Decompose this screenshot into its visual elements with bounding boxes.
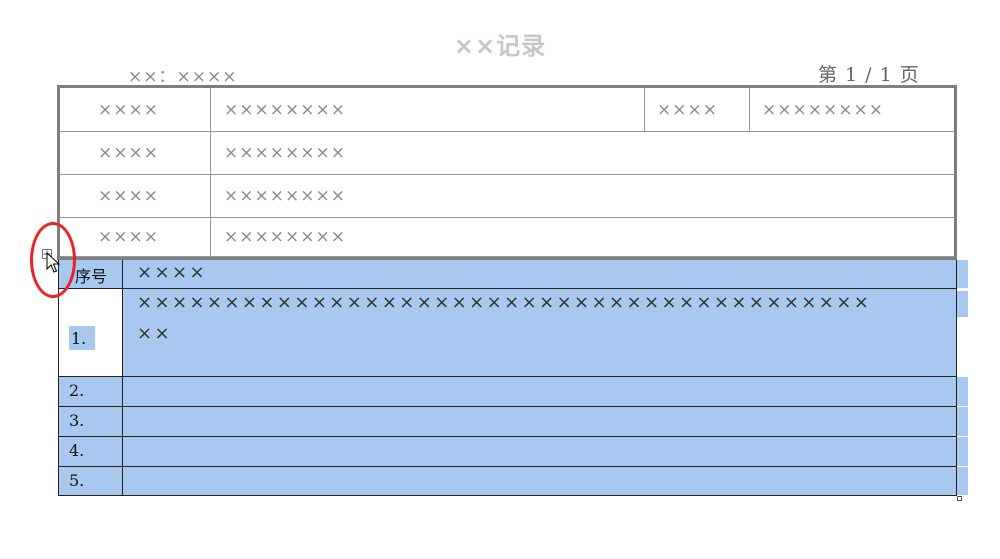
info-value[interactable]: ×××××××× xyxy=(224,186,346,206)
index-column-header[interactable]: 序号 xyxy=(75,267,108,286)
row-end-marker xyxy=(957,437,968,466)
row-divider xyxy=(59,406,956,407)
info-value[interactable]: ×××××××× xyxy=(224,227,346,247)
selection-highlight xyxy=(59,467,956,495)
info-label[interactable]: ×××× xyxy=(98,143,159,163)
info-label[interactable]: ×××× xyxy=(98,186,159,206)
row-content-line[interactable]: ×× xyxy=(137,323,172,344)
row-divider xyxy=(59,376,956,377)
info-value-2[interactable]: ×××××××× xyxy=(762,99,884,120)
row-end-marker xyxy=(957,407,968,436)
column-divider xyxy=(122,260,123,496)
row-end-marker xyxy=(957,377,968,406)
info-value[interactable]: ×××××××× xyxy=(224,99,346,120)
annotation-circle xyxy=(30,222,76,298)
info-row[interactable]: ×××× ×××××××× xyxy=(60,175,954,218)
document-title: ××记录 xyxy=(453,32,547,60)
header-left-text: ××：×××× xyxy=(128,67,238,87)
info-row[interactable]: ×××× ×××××××× xyxy=(60,218,954,257)
column-divider xyxy=(210,88,211,257)
info-label-2[interactable]: ×××× xyxy=(657,99,718,120)
selection-highlight xyxy=(59,377,956,406)
row-index[interactable]: 4. xyxy=(69,441,85,460)
row-divider xyxy=(59,288,956,289)
row-index[interactable]: 1. xyxy=(71,329,87,348)
row-divider xyxy=(59,466,956,467)
row-index[interactable]: 2. xyxy=(69,381,85,400)
column-divider xyxy=(644,88,645,132)
content-column-header[interactable]: ×××× xyxy=(137,262,207,283)
page-indicator: 第 1 / 1 页 xyxy=(818,64,920,86)
info-table[interactable]: ×××× ×××××××× ×××× ×××××××× ×××× ×××××××… xyxy=(57,85,957,260)
table-resize-handle-icon[interactable] xyxy=(957,496,962,501)
row-end-marker xyxy=(957,260,968,288)
info-label[interactable]: ×××× xyxy=(98,99,159,120)
selection-highlight xyxy=(123,260,956,376)
column-divider xyxy=(749,88,750,132)
selection-highlight xyxy=(69,326,95,350)
info-value[interactable]: ×××××××× xyxy=(224,143,346,163)
selection-highlight xyxy=(59,407,956,436)
row-end-marker xyxy=(957,467,968,495)
selection-highlight xyxy=(59,437,956,466)
row-index[interactable]: 5. xyxy=(69,471,85,490)
row-divider xyxy=(59,436,956,437)
info-label[interactable]: ×××× xyxy=(98,227,159,247)
row-end-marker xyxy=(957,291,968,317)
row-content-line[interactable]: ××××××××××××××××××××××××××××××××××××××××… xyxy=(137,292,872,313)
info-row[interactable]: ×××× ×××××××× xyxy=(60,132,954,175)
row-index[interactable]: 3. xyxy=(69,411,85,430)
list-table[interactable]: 序号 ×××× 1. ×××××××××××××××××××××××××××××… xyxy=(58,260,957,496)
info-row[interactable]: ×××× ×××××××× ×××× ×××××××× xyxy=(60,88,954,132)
